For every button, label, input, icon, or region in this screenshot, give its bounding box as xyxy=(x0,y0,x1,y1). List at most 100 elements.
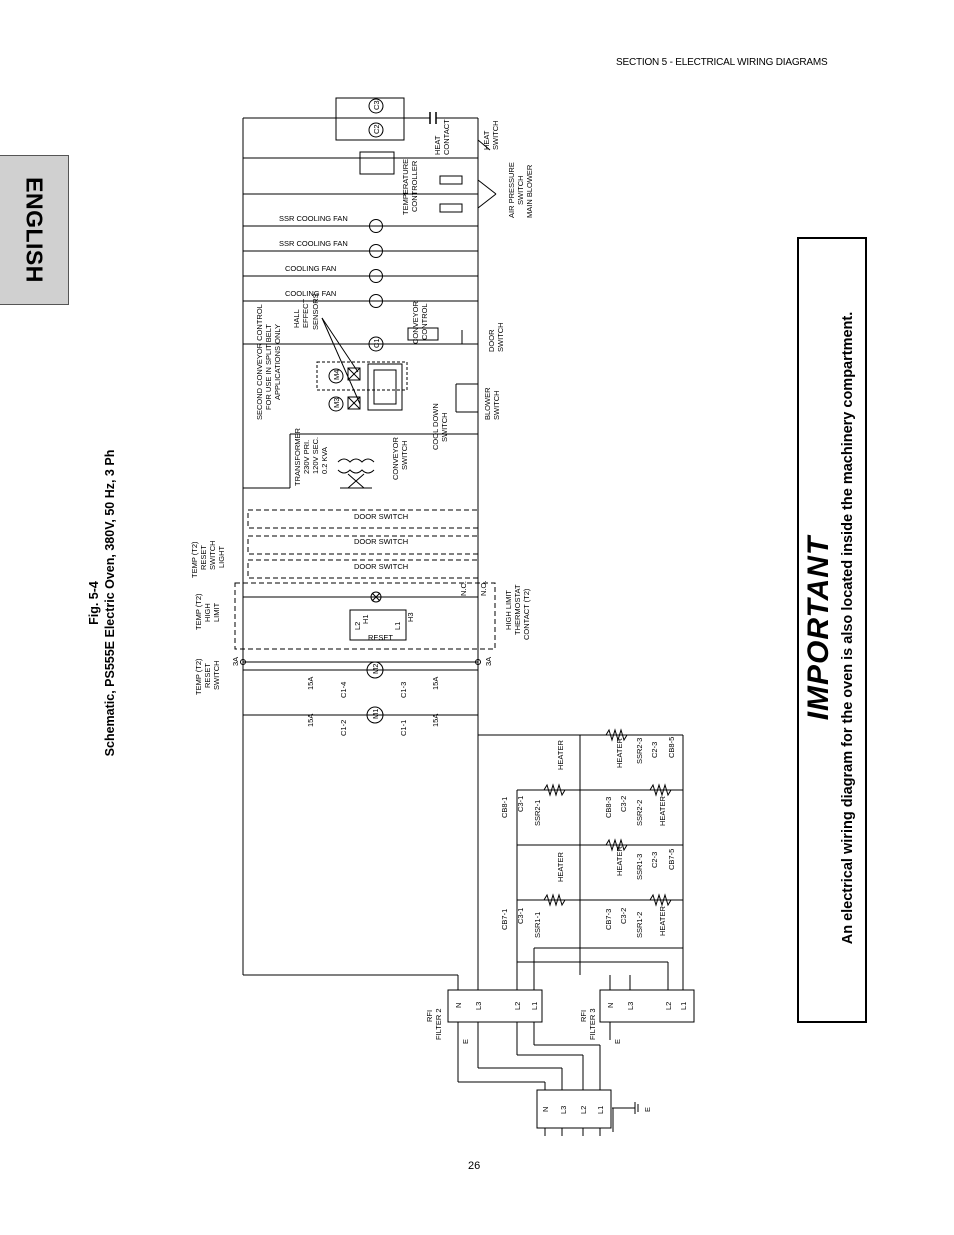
svg-text:LIGHT: LIGHT xyxy=(217,545,226,568)
label-heater-2: HEATER xyxy=(556,852,565,882)
svg-text:SWITCH: SWITCH xyxy=(208,540,217,570)
label-reset-switch-light: TEMP (T2) xyxy=(190,541,199,578)
svg-text:C1-1: C1-1 xyxy=(399,720,408,736)
svg-text:FILTER 3: FILTER 3 xyxy=(588,1008,597,1040)
svg-text:SSR1-3: SSR1-3 xyxy=(635,854,644,880)
svg-text:N: N xyxy=(541,1107,550,1112)
label-door-switch-3: DOOR SWITCH xyxy=(354,562,408,571)
label-fuse-15a-3: 15A xyxy=(306,714,315,727)
svg-text:C3-2: C3-2 xyxy=(619,796,628,812)
svg-text:CB8-5: CB8-5 xyxy=(667,737,676,758)
svg-text:SWITCH: SWITCH xyxy=(491,120,500,150)
svg-text:CONTACT (T2): CONTACT (T2) xyxy=(522,588,531,640)
label-conveyor-switch: CONVEYOR xyxy=(391,436,400,480)
svg-text:CB7-5: CB7-5 xyxy=(667,849,676,870)
motor-c1-symbol xyxy=(368,336,384,352)
svg-text:HIGH: HIGH xyxy=(203,603,212,622)
svg-text:C2-3: C2-3 xyxy=(650,742,659,758)
motor-c2-symbol xyxy=(368,122,384,138)
motor-m2-symbol xyxy=(366,661,384,679)
label-heat-switch: HEAT xyxy=(482,130,491,150)
label-ssr-fan-1: SSR COOLING FAN xyxy=(279,214,348,223)
svg-text:SWITCH: SWITCH xyxy=(496,322,505,352)
svg-text:120V SEC.: 120V SEC. xyxy=(311,437,320,474)
label-conveyor-control: CONVEYOR xyxy=(411,300,420,344)
motor-m4-symbol xyxy=(328,368,344,384)
svg-text:L1: L1 xyxy=(679,1002,688,1010)
svg-text:SSR1-2: SSR1-2 xyxy=(635,912,644,938)
label-transformer: TRANSFORMER xyxy=(293,428,302,487)
label-heat-contact: HEAT xyxy=(433,135,442,155)
label-fuse-15a-2: 15A xyxy=(431,677,440,690)
svg-text:SSR2-3: SSR2-3 xyxy=(635,738,644,764)
svg-text:L3: L3 xyxy=(474,1002,483,1010)
main-terminal-block xyxy=(536,1089,612,1129)
svg-text:THERMOSTAT: THERMOSTAT xyxy=(513,584,522,635)
svg-text:L1: L1 xyxy=(596,1106,605,1114)
svg-text:C1-3: C1-3 xyxy=(399,682,408,698)
rfi-filter-2 xyxy=(447,989,543,1023)
label-hall-sensors: HALL xyxy=(292,309,301,328)
motor-c3-symbol xyxy=(368,98,384,114)
svg-text:E: E xyxy=(461,1039,470,1044)
label-reset-switch: TEMP (T2) xyxy=(194,658,203,695)
svg-text:SWITCH: SWITCH xyxy=(440,412,449,442)
svg-text:CB7-3: CB7-3 xyxy=(604,909,613,930)
motor-m3-symbol xyxy=(328,396,344,412)
svg-text:SSR2-2: SSR2-2 xyxy=(635,800,644,826)
svg-text:M2: M2 xyxy=(371,664,380,674)
label-fuse-15a-4: 15A xyxy=(431,714,440,727)
svg-text:C2-3: C2-3 xyxy=(650,852,659,868)
rfi-filter-3 xyxy=(599,989,695,1023)
svg-text:C1-4: C1-4 xyxy=(339,682,348,698)
svg-text:SSR1-1: SSR1-1 xyxy=(533,912,542,938)
svg-text:SWITCH: SWITCH xyxy=(212,660,221,690)
svg-text:M4: M4 xyxy=(332,370,341,380)
svg-text:MAIN BLOWER: MAIN BLOWER xyxy=(525,164,534,218)
label-second-conveyor: SECOND CONVEYOR CONTROL xyxy=(255,304,264,420)
svg-text:CONTACT: CONTACT xyxy=(442,119,451,155)
label-fuse-3a-2: 3A xyxy=(484,657,493,666)
svg-text:RESET: RESET xyxy=(199,545,208,570)
svg-text:C1-2: C1-2 xyxy=(339,720,348,736)
svg-text:C3-2: C3-2 xyxy=(619,908,628,924)
label-cooling-fan-2: COOLING FAN xyxy=(285,289,336,298)
svg-text:LIMIT: LIMIT xyxy=(212,602,221,622)
label-no: N.O. xyxy=(479,581,488,596)
svg-text:230V PRI.: 230V PRI. xyxy=(302,440,311,474)
svg-text:RESET: RESET xyxy=(203,663,212,688)
svg-text:C3-1: C3-1 xyxy=(516,796,525,812)
svg-text:SWITCH: SWITCH xyxy=(492,390,501,420)
svg-text:APPLICATIONS ONLY: APPLICATIONS ONLY xyxy=(273,324,282,400)
label-heater-5: HEATER xyxy=(615,846,624,876)
label-air-pressure: AIR PRESSURE xyxy=(507,162,516,218)
language-tab: ENGLISH xyxy=(0,155,69,305)
label-heater-1: HEATER xyxy=(556,740,565,770)
svg-text:FILTER 2: FILTER 2 xyxy=(434,1008,443,1040)
label-door-switch-1: DOOR SWITCH xyxy=(354,512,408,521)
svg-text:0.2 KVA: 0.2 KVA xyxy=(320,447,329,474)
svg-text:M1: M1 xyxy=(371,709,380,719)
label-heater-6: HEATER xyxy=(658,906,667,936)
svg-text:C2: C2 xyxy=(372,124,381,134)
page-number: 26 xyxy=(468,1160,481,1172)
svg-text:M3: M3 xyxy=(332,398,341,408)
svg-text:CB8-3: CB8-3 xyxy=(604,797,613,818)
svg-text:E: E xyxy=(613,1039,622,1044)
label-rfi-filter-3: RFI xyxy=(579,1010,588,1022)
svg-text:CONTROL: CONTROL xyxy=(420,303,429,340)
label-rfi-filter-2: RFI xyxy=(425,1010,434,1022)
label-fuse-3a-1: 3A xyxy=(231,657,240,666)
svg-text:L3: L3 xyxy=(626,1002,635,1010)
label-cooldown-switch: COOL DOWN xyxy=(431,403,440,450)
svg-text:FOR USE IN SPLIT BELT: FOR USE IN SPLIT BELT xyxy=(264,324,273,410)
svg-text:SWITCH: SWITCH xyxy=(516,175,525,205)
svg-text:SSR2-1: SSR2-1 xyxy=(533,800,542,826)
svg-text:L3: L3 xyxy=(559,1106,568,1114)
svg-text:SWITCH: SWITCH xyxy=(400,440,409,470)
svg-text:L2: L2 xyxy=(353,622,362,630)
svg-text:CB8-1: CB8-1 xyxy=(500,797,509,818)
svg-text:L1: L1 xyxy=(393,622,402,630)
svg-text:C1: C1 xyxy=(372,338,381,348)
